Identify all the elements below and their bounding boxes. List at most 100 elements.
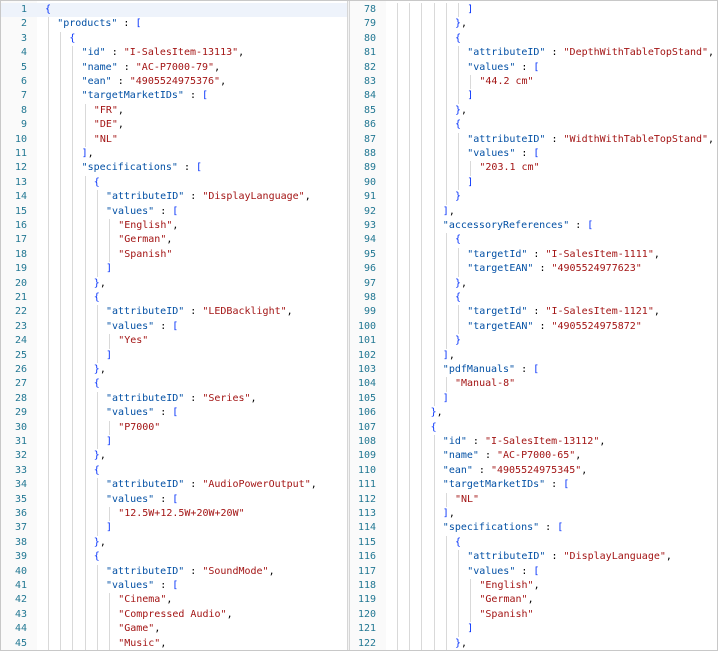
code-line[interactable]: 38},: [1, 535, 347, 551]
json-token: "attributeID": [467, 133, 546, 145]
code-line[interactable]: 121]: [350, 622, 717, 637]
code-line[interactable]: 106},: [350, 406, 717, 421]
code-line[interactable]: 14"attributeID" : "DisplayLanguage",: [1, 190, 347, 205]
code-line[interactable]: 34"attributeID" : "AudioPowerOutput",: [1, 478, 347, 493]
code-line[interactable]: 4"id" : "I-SalesItem-13113",: [1, 46, 347, 61]
code-line[interactable]: 114"specifications" : [: [350, 521, 717, 536]
code-line[interactable]: 105]: [350, 391, 717, 407]
code-line[interactable]: 20},: [1, 276, 347, 291]
code-line[interactable]: 17"German",: [1, 233, 347, 248]
code-line[interactable]: 101}: [350, 334, 717, 349]
code-line[interactable]: 96"targetEAN" : "4905524977623": [350, 262, 717, 277]
code-line[interactable]: 3{: [1, 31, 347, 47]
code-line[interactable]: 11],: [1, 147, 347, 162]
code-line[interactable]: 84]: [350, 89, 717, 104]
line-number: 36: [14, 508, 27, 519]
code-text: ]: [106, 521, 112, 535]
code-line[interactable]: 23"values" : [: [1, 319, 347, 335]
code-line[interactable]: 26},: [1, 363, 347, 378]
code-line[interactable]: 44"Game",: [1, 622, 347, 637]
code-line[interactable]: 115{: [350, 535, 717, 551]
code-line[interactable]: 91}: [350, 190, 717, 205]
pane-splitter[interactable]: [347, 1, 350, 650]
code-line[interactable]: 39{: [1, 550, 347, 565]
code-line[interactable]: 103"pdfManuals" : [: [350, 363, 717, 378]
code-line[interactable]: 90]: [350, 175, 717, 191]
code-line[interactable]: 81"attributeID" : "DepthWithTableTopStan…: [350, 46, 717, 61]
code-line[interactable]: 36"12.5W+12.5W+20W+20W": [1, 507, 347, 522]
code-line[interactable]: 97},: [350, 276, 717, 291]
code-line[interactable]: 87"attributeID" : "WidthWithTableTopStan…: [350, 132, 717, 147]
code-line[interactable]: 41"values" : [: [1, 579, 347, 594]
code-line[interactable]: 88"values" : [: [350, 147, 717, 162]
code-line[interactable]: 18"Spanish": [1, 247, 347, 263]
code-line[interactable]: 86{: [350, 118, 717, 133]
code-line[interactable]: 31]: [1, 435, 347, 450]
code-line[interactable]: 109"name" : "AC-P7000-65",: [350, 449, 717, 464]
code-line[interactable]: 107{: [350, 420, 717, 435]
code-line[interactable]: 116"attributeID" : "DisplayLanguage",: [350, 550, 717, 565]
code-line[interactable]: 117"values" : [: [350, 564, 717, 579]
code-line[interactable]: 13{: [1, 175, 347, 191]
code-line[interactable]: 78]: [350, 3, 717, 18]
code-line[interactable]: 30"P7000": [1, 420, 347, 435]
code-line[interactable]: 29"values" : [: [1, 406, 347, 421]
code-line[interactable]: 19]: [1, 262, 347, 277]
code-line[interactable]: 92],: [350, 204, 717, 219]
code-line[interactable]: 12"specifications" : [: [1, 161, 347, 176]
code-line[interactable]: 118"English",: [350, 579, 717, 594]
code-line[interactable]: 79},: [350, 17, 717, 32]
code-line[interactable]: 122},: [350, 636, 717, 650]
code-line[interactable]: 85},: [350, 103, 717, 119]
code-line[interactable]: 33{: [1, 463, 347, 479]
indent-guide: [72, 607, 74, 623]
code-line[interactable]: 2"products" : [: [1, 17, 347, 32]
code-line[interactable]: 22"attributeID" : "LEDBacklight",: [1, 305, 347, 320]
code-line[interactable]: 82"values" : [: [350, 60, 717, 75]
code-line[interactable]: 25]: [1, 348, 347, 363]
code-line[interactable]: 5"name" : "AC-P7000-79",: [1, 60, 347, 75]
indent-guide: [60, 118, 62, 133]
code-line[interactable]: 100"targetEAN" : "4905524975872": [350, 319, 717, 335]
code-line[interactable]: 8"FR",: [1, 103, 347, 119]
code-line[interactable]: 7"targetMarketIDs" : [: [1, 89, 347, 104]
code-line[interactable]: 111"targetMarketIDs" : [: [350, 478, 717, 493]
code-line[interactable]: 16"English",: [1, 219, 347, 234]
code-line[interactable]: 113],: [350, 507, 717, 522]
code-line[interactable]: 6"ean" : "4905524975376",: [1, 75, 347, 90]
line-number: 101: [357, 335, 376, 347]
code-line[interactable]: 43"Compressed Audio",: [1, 607, 347, 623]
code-line[interactable]: 9"DE",: [1, 118, 347, 133]
code-line[interactable]: 37]: [1, 521, 347, 536]
json-token: "values": [106, 580, 155, 591]
code-line[interactable]: 98{: [350, 291, 717, 306]
code-line[interactable]: 1{: [1, 3, 347, 18]
code-line[interactable]: 94{: [350, 233, 717, 248]
right-code-pane[interactable]: 78]79},80{81"attributeID" : "DepthWithTa…: [350, 1, 717, 650]
code-line[interactable]: 95"targetId" : "I-SalesItem-1111",: [350, 247, 717, 263]
code-line[interactable]: 27{: [1, 377, 347, 392]
code-line[interactable]: 24"Yes": [1, 334, 347, 349]
code-line[interactable]: 35"values" : [: [1, 492, 347, 507]
code-line[interactable]: 102],: [350, 348, 717, 363]
code-line[interactable]: 15"values" : [: [1, 204, 347, 219]
code-line[interactable]: 45"Music",: [1, 636, 347, 650]
code-line[interactable]: 99"targetId" : "I-SalesItem-1121",: [350, 305, 717, 320]
code-line[interactable]: 21{: [1, 291, 347, 306]
code-line[interactable]: 28"attributeID" : "Series",: [1, 391, 347, 407]
code-line[interactable]: 110"ean" : "4905524975345",: [350, 463, 717, 479]
left-code-pane[interactable]: 1{2"products" : [3{4"id" : "I-SalesItem-…: [1, 1, 347, 650]
code-line[interactable]: 32},: [1, 449, 347, 464]
code-line[interactable]: 120"Spanish": [350, 607, 717, 623]
code-line[interactable]: 119"German",: [350, 593, 717, 608]
code-line[interactable]: 80{: [350, 31, 717, 47]
code-line[interactable]: 40"attributeID" : "SoundMode",: [1, 564, 347, 579]
code-line[interactable]: 83"44.2 cm": [350, 75, 717, 90]
code-line[interactable]: 108"id" : "I-SalesItem-13112",: [350, 435, 717, 450]
code-line[interactable]: 10"NL": [1, 132, 347, 147]
code-line[interactable]: 42"Cinema",: [1, 593, 347, 608]
code-line[interactable]: 104"Manual-8": [350, 377, 717, 392]
code-line[interactable]: 112"NL": [350, 492, 717, 507]
code-line[interactable]: 89"203.1 cm": [350, 161, 717, 176]
code-line[interactable]: 93"accessoryReferences" : [: [350, 219, 717, 234]
